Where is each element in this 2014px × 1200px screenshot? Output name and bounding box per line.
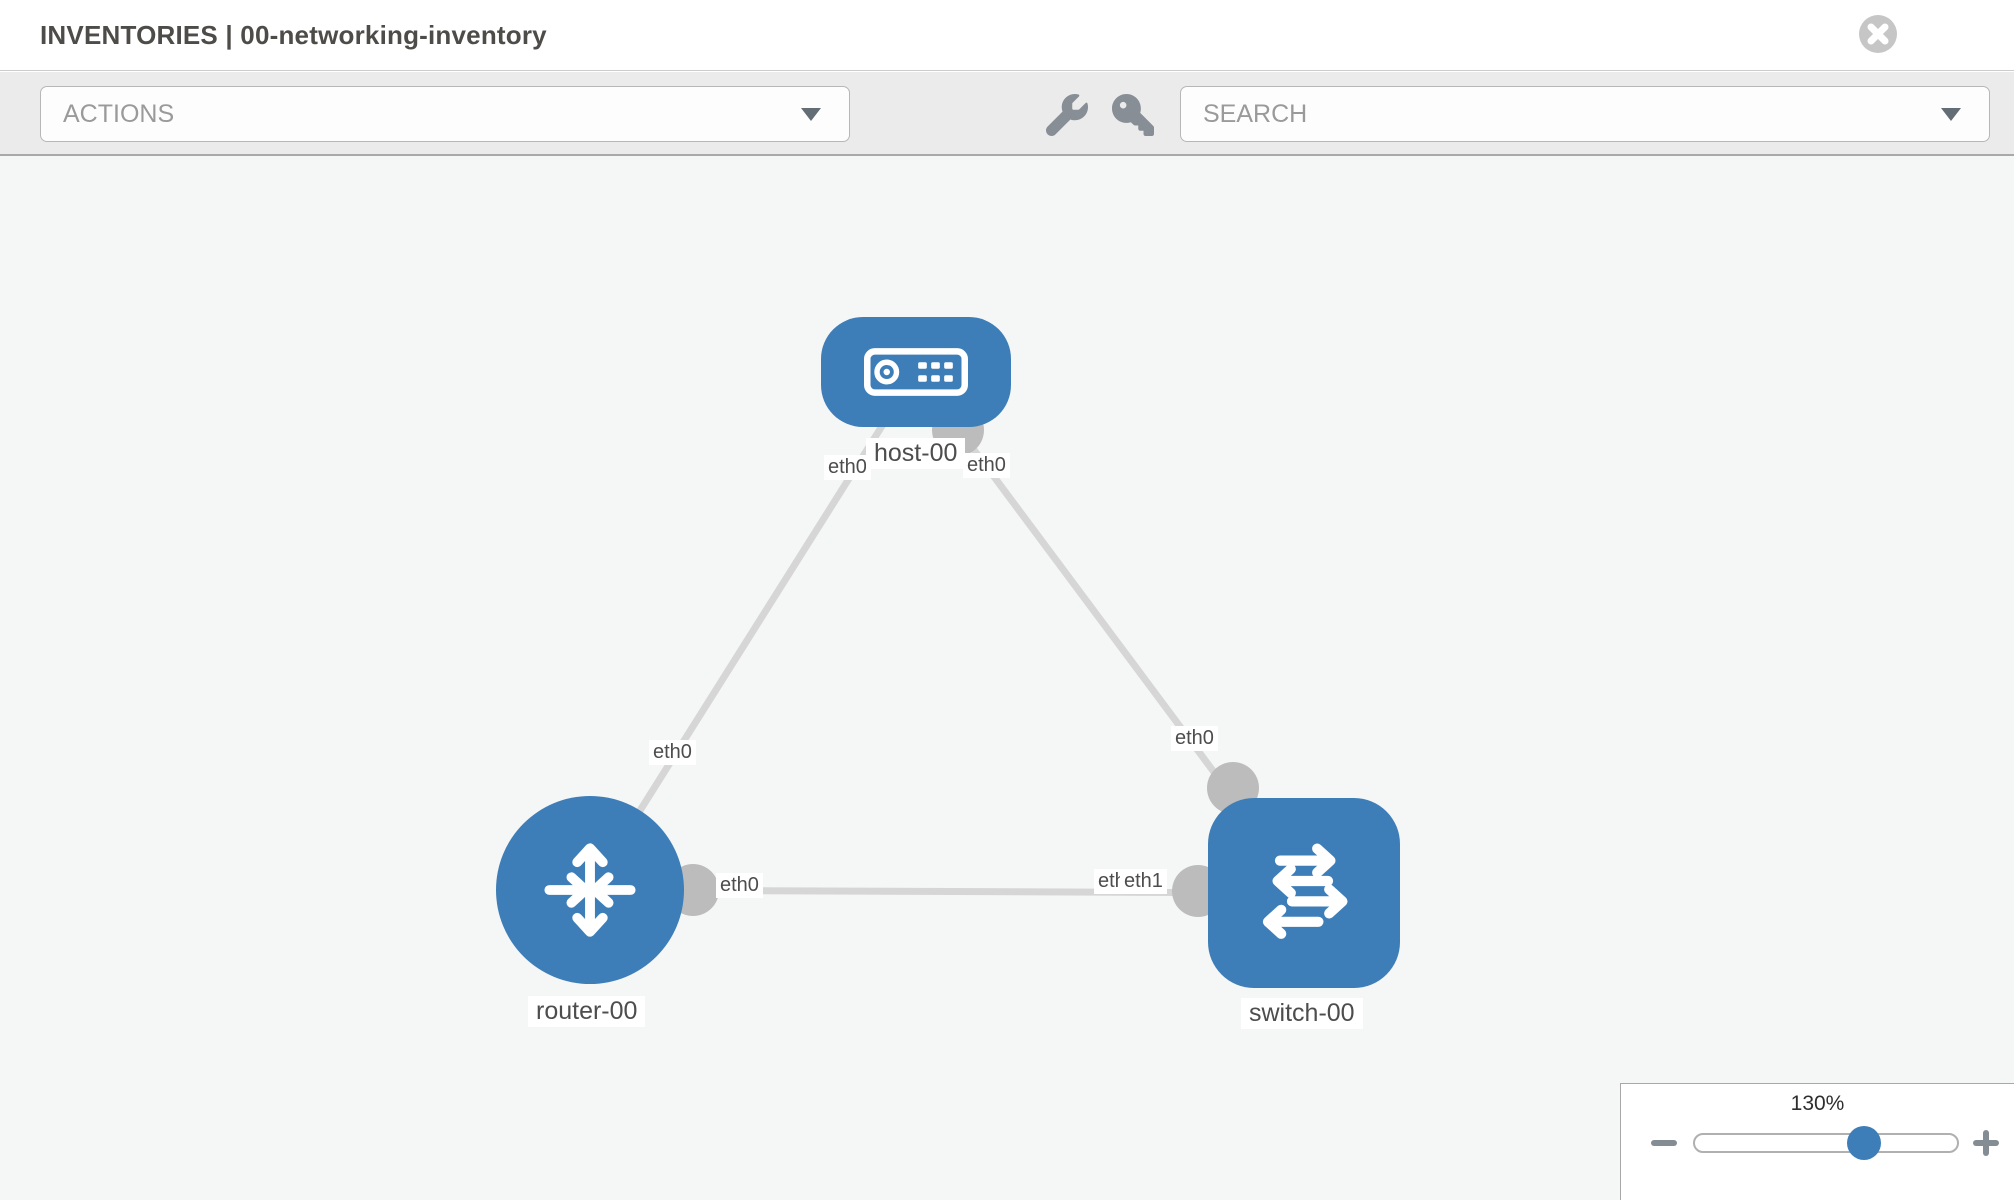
zoom-level-value: 130% (1790, 1092, 1845, 1115)
node-label-host: host-00 (866, 438, 966, 469)
node-label-router: router-00 (528, 996, 646, 1027)
chevron-down-icon (1941, 108, 1961, 121)
plus-icon (1973, 1140, 1999, 1146)
interface-label: eth1 (1120, 869, 1167, 894)
x-circle-icon (1859, 15, 1897, 53)
actions-dropdown[interactable]: ACTIONS (40, 86, 850, 142)
search-dropdown[interactable]: SEARCH (1180, 86, 1990, 142)
host-icon (864, 348, 968, 396)
interface-label: eth0 (824, 455, 871, 480)
node-label-switch: switch-00 (1241, 998, 1363, 1029)
toolbar: ACTIONS SEARCH (0, 72, 2014, 156)
zoom-slider-track[interactable] (1693, 1133, 1959, 1153)
interface-label: eth0 (649, 740, 696, 765)
node-router-00[interactable] (496, 796, 684, 984)
modal-header: INVENTORIES | 00-networking-inventory (0, 0, 2014, 71)
links-layer (587, 369, 1307, 917)
zoom-in-button[interactable] (1973, 1130, 1999, 1156)
node-host-00[interactable] (821, 317, 1011, 427)
zoom-control-panel: 130% (1620, 1083, 2014, 1200)
node-switch-00[interactable] (1208, 798, 1400, 988)
zoom-out-button[interactable] (1651, 1140, 1677, 1146)
interface-label: eth0 (716, 873, 763, 898)
search-placeholder: SEARCH (1203, 100, 1308, 128)
page-title: INVENTORIES | 00-networking-inventory (40, 20, 547, 50)
actions-dropdown-label: ACTIONS (63, 100, 175, 128)
zoom-slider-thumb[interactable] (1847, 1126, 1881, 1160)
credentials-button[interactable] (1112, 94, 1154, 136)
chevron-down-icon (801, 108, 821, 121)
interface-label: eth0 (1171, 726, 1218, 751)
topology-canvas[interactable]: eth0 eth0 eth0 eth0 eth0 eth0 eth1 host-… (0, 156, 2014, 1200)
wrench-icon (1046, 94, 1088, 136)
close-button[interactable] (1858, 14, 1898, 54)
switch-icon (1262, 843, 1348, 939)
router-icon (544, 843, 636, 937)
interface-label: eth0 (963, 453, 1010, 478)
tools-button[interactable] (1046, 94, 1088, 136)
key-icon (1112, 94, 1154, 136)
